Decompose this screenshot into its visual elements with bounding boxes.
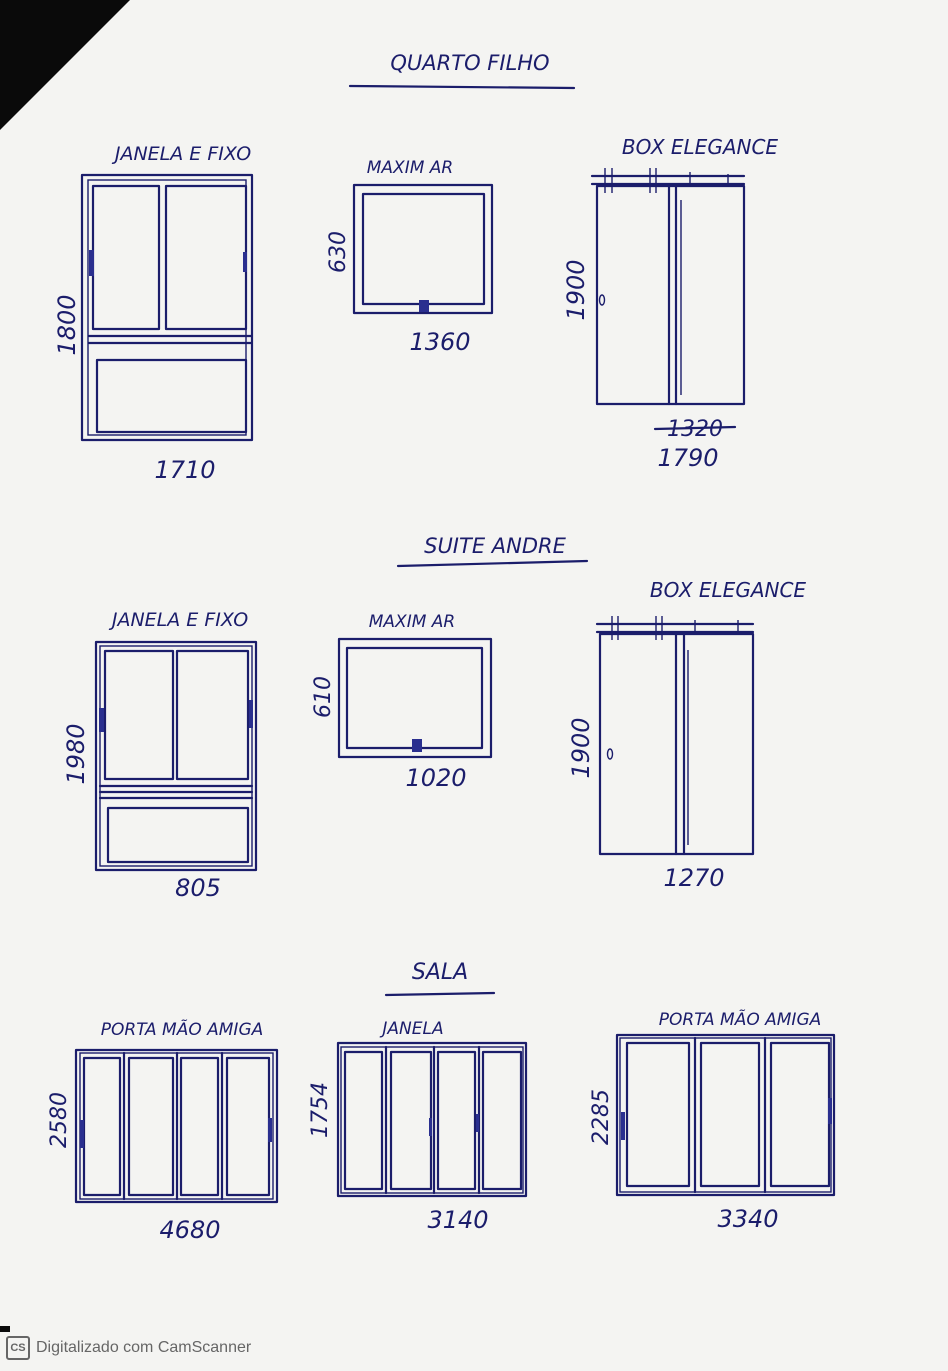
item-label: JANELA — [379, 1019, 443, 1039]
dimension-height: 1754 — [308, 1082, 333, 1138]
dimension-height: 2580 — [47, 1092, 72, 1148]
dimension-width: 1270 — [663, 864, 724, 892]
drawing-box-elegance-1: BOX ELEGANCE 1900 1320 1790 — [562, 135, 778, 472]
section-title-sala: SALA — [412, 960, 468, 985]
item-label: JANELA E FIXO — [108, 609, 248, 631]
drawing-janela-sala: JANELA 1754 3140 — [308, 1019, 528, 1234]
dimension-width: 1020 — [405, 764, 466, 792]
dimension-width: 1790 — [657, 444, 718, 472]
drawing-maxim-ar-2: MAXIM AR 610 1020 — [311, 612, 493, 792]
item-label: PORTA MÃO AMIGA — [659, 1008, 822, 1030]
drawing-janela-e-fixo-1: JANELA E FIXO 1800 1710 — [53, 143, 254, 484]
dimension-height: 1980 — [62, 723, 90, 784]
section-underline — [396, 559, 589, 568]
dimension-width: 805 — [175, 874, 221, 902]
dimension-width: 1710 — [154, 456, 215, 484]
dimension-height: 630 — [326, 231, 351, 273]
dimension-width: 3340 — [717, 1205, 778, 1233]
camscanner-logo-icon: CS — [6, 1336, 30, 1360]
scan-edge-mark — [0, 1326, 10, 1332]
item-label: MAXIM AR — [367, 158, 453, 178]
strikethrough-line — [653, 425, 737, 431]
section-title-suite-andre: SUITE ANDRE — [424, 534, 567, 558]
dimension-width: 4680 — [159, 1216, 220, 1244]
item-label: BOX ELEGANCE — [622, 135, 779, 159]
item-label: BOX ELEGANCE — [650, 578, 807, 602]
drawing-porta-mao-amiga-2: PORTA MÃO AMIGA 2285 3340 — [589, 1008, 836, 1233]
drawing-janela-e-fixo-2: JANELA E FIXO 1980 805 — [62, 609, 258, 902]
drawing-porta-mao-amiga-1: PORTA MÃO AMIGA 2580 4680 — [47, 1018, 279, 1244]
section-underline — [348, 84, 576, 90]
scan-corner-shadow — [0, 0, 130, 130]
section-title-quarto-filho: QUARTO FILHO — [390, 51, 549, 75]
item-label: MAXIM AR — [369, 612, 455, 632]
dimension-height: 610 — [311, 676, 336, 718]
scanner-watermark: CS Digitalizado com CamScanner — [6, 1336, 251, 1360]
item-label: JANELA E FIXO — [111, 143, 251, 165]
drawing-maxim-ar-1: MAXIM AR 630 1360 — [326, 158, 494, 356]
item-label: PORTA MÃO AMIGA — [101, 1018, 264, 1040]
dimension-height: 1900 — [562, 259, 590, 320]
drawing-box-elegance-2: BOX ELEGANCE 1900 1270 — [567, 578, 806, 892]
dimension-height: 1800 — [53, 294, 81, 355]
watermark-text: Digitalizado com CamScanner — [36, 1339, 252, 1356]
dimension-height: 1900 — [567, 717, 595, 778]
section-underline — [384, 991, 496, 997]
dimension-width: 1360 — [409, 328, 470, 356]
dimension-height: 2285 — [589, 1089, 614, 1145]
dimension-width: 3140 — [427, 1206, 488, 1234]
